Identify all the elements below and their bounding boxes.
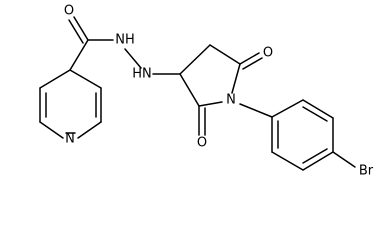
bond-c3-c4r bbox=[179, 44, 211, 75]
atom-nh-amine: HN bbox=[132, 67, 152, 82]
atom-o-ring-top: O bbox=[263, 46, 273, 61]
bond-ph-inner-2 bbox=[302, 148, 328, 164]
bond-co-top-1 bbox=[239, 52, 260, 65]
bond-py-4 bbox=[77, 121, 102, 139]
bond-nh-nh bbox=[124, 48, 142, 69]
bond-ph-4 bbox=[302, 151, 334, 171]
bond-c4r-c5 bbox=[209, 44, 241, 65]
atom-o-ring-bottom: O bbox=[197, 136, 207, 151]
bond-co-amide-2 bbox=[68, 19, 84, 44]
bond-n-ph bbox=[239, 103, 273, 118]
bond-py-1 bbox=[39, 69, 71, 89]
bond-c-br bbox=[332, 151, 356, 168]
bond-ph-inner-1 bbox=[302, 106, 328, 122]
atom-n-pyridine: N bbox=[65, 132, 75, 147]
atom-n-ring: N bbox=[226, 93, 236, 108]
bond-c5-n bbox=[231, 63, 241, 94]
bond-n-c2 bbox=[198, 101, 223, 107]
bond-co-amide-1 bbox=[73, 16, 89, 41]
atom-nh-amide: NH bbox=[115, 33, 135, 48]
bond-co-top-2 bbox=[242, 57, 263, 70]
bond-py-3 bbox=[39, 121, 64, 139]
bond-ph-5 bbox=[271, 151, 304, 171]
bond-py-6 bbox=[69, 69, 102, 89]
bond-ph-2 bbox=[302, 99, 334, 119]
bond-c2-c3 bbox=[179, 73, 200, 107]
atom-br: Br bbox=[359, 164, 374, 179]
bond-c-c4 bbox=[69, 39, 89, 71]
atom-o-amide: O bbox=[64, 4, 74, 19]
bond-ph-1 bbox=[271, 99, 304, 118]
molecule-structure: O NH HN O N O N Br bbox=[39, 4, 374, 179]
